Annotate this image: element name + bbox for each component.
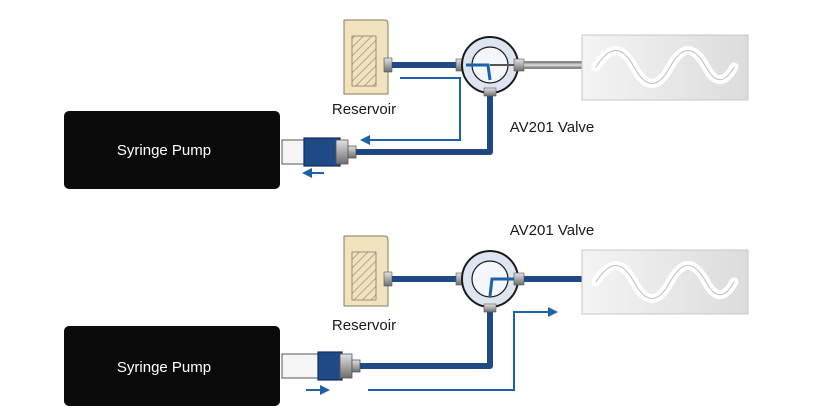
tubing-pump-to-valve [360,310,493,369]
coil-box [581,34,749,101]
reservoir-label: Reservoir [332,317,396,334]
reservoir [343,235,393,307]
panel-1: Syringe Pump Reservoir [64,19,749,189]
valve-label: AV201 Valve [510,222,595,239]
syringe-pump-label: Syringe Pump [117,142,211,159]
valve-label: AV201 Valve [510,119,595,136]
syringe-pump-label: Syringe Pump [117,359,211,376]
syringe [281,137,357,167]
flow-arrow-pump-to-coil [368,307,558,391]
coil-box [581,249,749,315]
av201-valve [461,250,525,313]
flow-arrow-reservoir-to-pump [360,77,461,145]
syringe [281,351,361,381]
reservoir-label: Reservoir [332,101,396,118]
av201-valve [461,36,525,97]
panel-2: Syringe Pump Reservoir AV201 Valve [64,222,749,406]
syringe-pump [64,111,280,189]
reservoir [343,19,393,95]
syringe-pump [64,326,280,406]
tubing-pump-to-valve [356,92,493,155]
